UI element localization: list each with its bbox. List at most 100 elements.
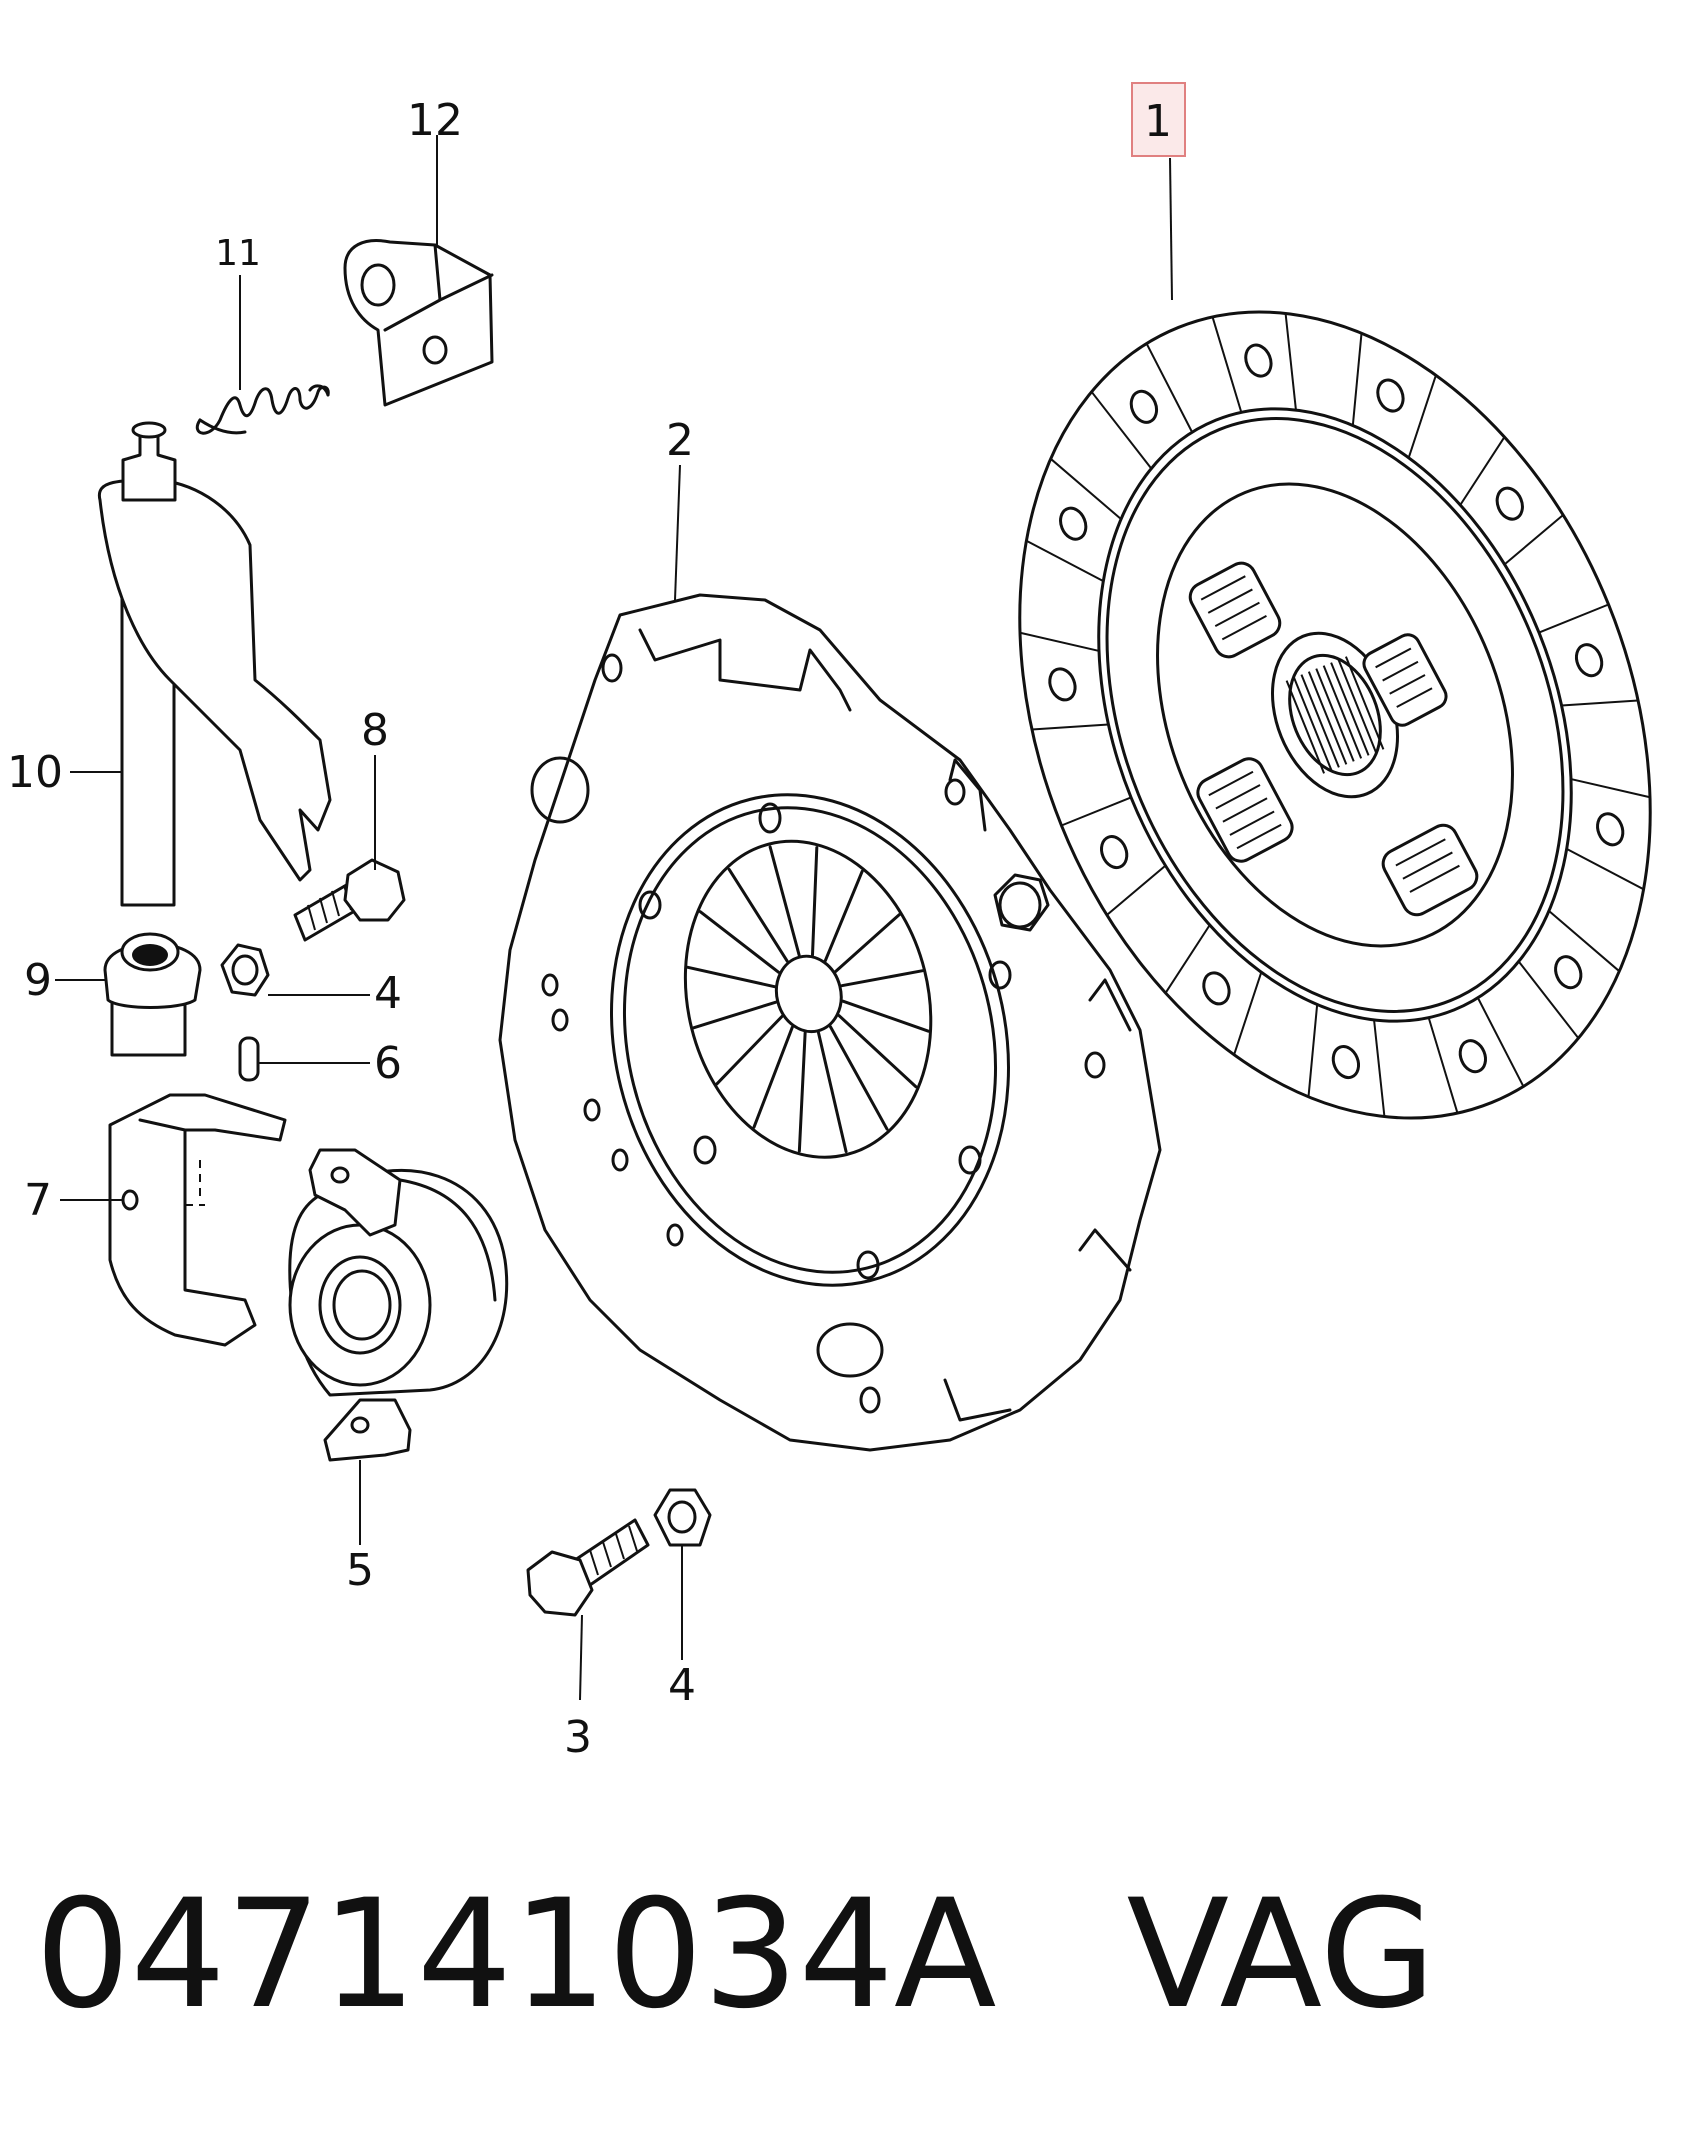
leader-lines [55,135,1173,1701]
pivot-bolt [293,858,406,942]
diaphragm-finger [811,846,819,957]
part-number-caption: 047141034A VAG [35,1870,1436,2040]
callout-5: 5 [346,1545,374,1596]
hub-spline [1322,665,1363,759]
callout-7: 7 [24,1175,52,1226]
clutch-exploded-diagram: 1 2 3 4 4 5 6 7 8 9 10 11 12 [7,82,1652,1763]
diaphragm-finger [828,1025,889,1131]
callout-1: 1 [1144,96,1172,147]
friction-segment [1476,997,1525,1087]
callout-8: 8 [361,705,389,756]
rivet-hole [1129,389,1159,424]
hex-bolt-bottom [526,1518,650,1617]
hub-spline [1315,668,1355,762]
friction-segment [1566,847,1645,891]
plate-holes [541,653,1106,1414]
diaphragm-finger [692,1000,778,1030]
hub-spline [1293,677,1333,771]
callout-9: 9 [24,955,52,1006]
friction-segment [1427,1017,1459,1114]
shaft-bushing [103,932,202,1057]
callout-2: 2 [666,415,694,466]
callout-1-highlight [1131,82,1186,157]
rivet-hole [1554,955,1583,990]
retaining-clip [108,1093,287,1347]
rivet-hole [1202,971,1231,1006]
diaphragm-finger [752,1025,794,1129]
rivet-hole [1376,378,1405,413]
friction-segment [1211,316,1243,413]
friction-segment [1031,723,1109,731]
callout-4-upper: 4 [374,968,402,1019]
diaphragm-finger [768,845,801,957]
friction-segment [1019,631,1100,652]
rivet-hole [1048,667,1077,702]
rivet-hole [1331,1045,1361,1080]
release-shaft [97,421,332,907]
pressure-plate [498,593,1162,1452]
friction-segment [1538,603,1609,634]
hub-spline [1337,659,1377,753]
diaphragm-finger [715,1014,784,1086]
friction-segment [1164,924,1211,994]
callout-12: 12 [407,95,463,146]
diaphragm-finger [727,867,789,963]
brand-name: VAG [1126,1868,1436,2042]
friction-segment [1145,343,1194,433]
diaphragm-finger [841,999,930,1033]
friction-segment [1407,374,1437,459]
friction-segment [1025,539,1104,583]
damper-springs [1188,561,1479,917]
friction-segment [1503,514,1564,566]
rivet-hole [1100,835,1129,870]
hub-spline [1345,656,1385,750]
friction-segment [1284,313,1297,411]
rivet-hole [1458,1039,1487,1074]
release-bearing [288,1148,509,1462]
diaphragm-finger [840,969,925,988]
callout-labels: 1 2 3 4 4 5 6 7 8 9 10 11 12 [7,82,1186,1763]
rivet-hole [1574,643,1604,678]
dowel-pin [238,1036,260,1082]
diaphragm-finger [823,869,864,963]
friction-segment [1459,436,1506,506]
friction-segment [1233,971,1263,1056]
plate-hex-bolt [993,873,1050,932]
friction-segment [1050,458,1122,520]
rivet-hole [1495,486,1524,521]
part-number: 047141034A [35,1868,997,2042]
friction-segment [1517,960,1580,1039]
rivet-hole [1244,343,1273,378]
friction-segment [1561,699,1639,707]
friction-segment [1548,910,1620,972]
friction-segment [1570,778,1651,799]
callout-6: 6 [374,1038,402,1089]
hub-spline [1307,671,1348,765]
diaphragm-finger [797,1031,807,1153]
mounting-bracket [343,239,494,407]
callout-3: 3 [564,1712,592,1763]
diaphragm-finger [834,913,901,973]
callout-4-lower: 4 [668,1660,696,1711]
friction-segment [1090,391,1153,470]
hub-spline [1300,674,1340,768]
friction-segment [1351,333,1363,426]
friction-segment [1061,796,1132,827]
hex-nut-bottom [653,1488,712,1547]
rivet-hole [1596,812,1625,847]
rivet-hole [1059,506,1088,541]
callout-10: 10 [7,747,63,798]
return-spring [196,384,330,435]
callout-11: 11 [215,233,261,274]
clutch-disc [1018,310,1652,1120]
friction-segment [1106,864,1167,916]
friction-segment [1373,1019,1386,1117]
friction-segment [1307,1004,1319,1097]
diaphragm-finger [837,1014,918,1089]
diaphragm-finger [816,1031,848,1154]
hub-spline [1330,662,1370,756]
hub-spline [1285,680,1325,774]
diaphragm-finger [686,965,777,989]
hex-nut-left [220,943,270,997]
diaphragm-finger [698,910,781,974]
